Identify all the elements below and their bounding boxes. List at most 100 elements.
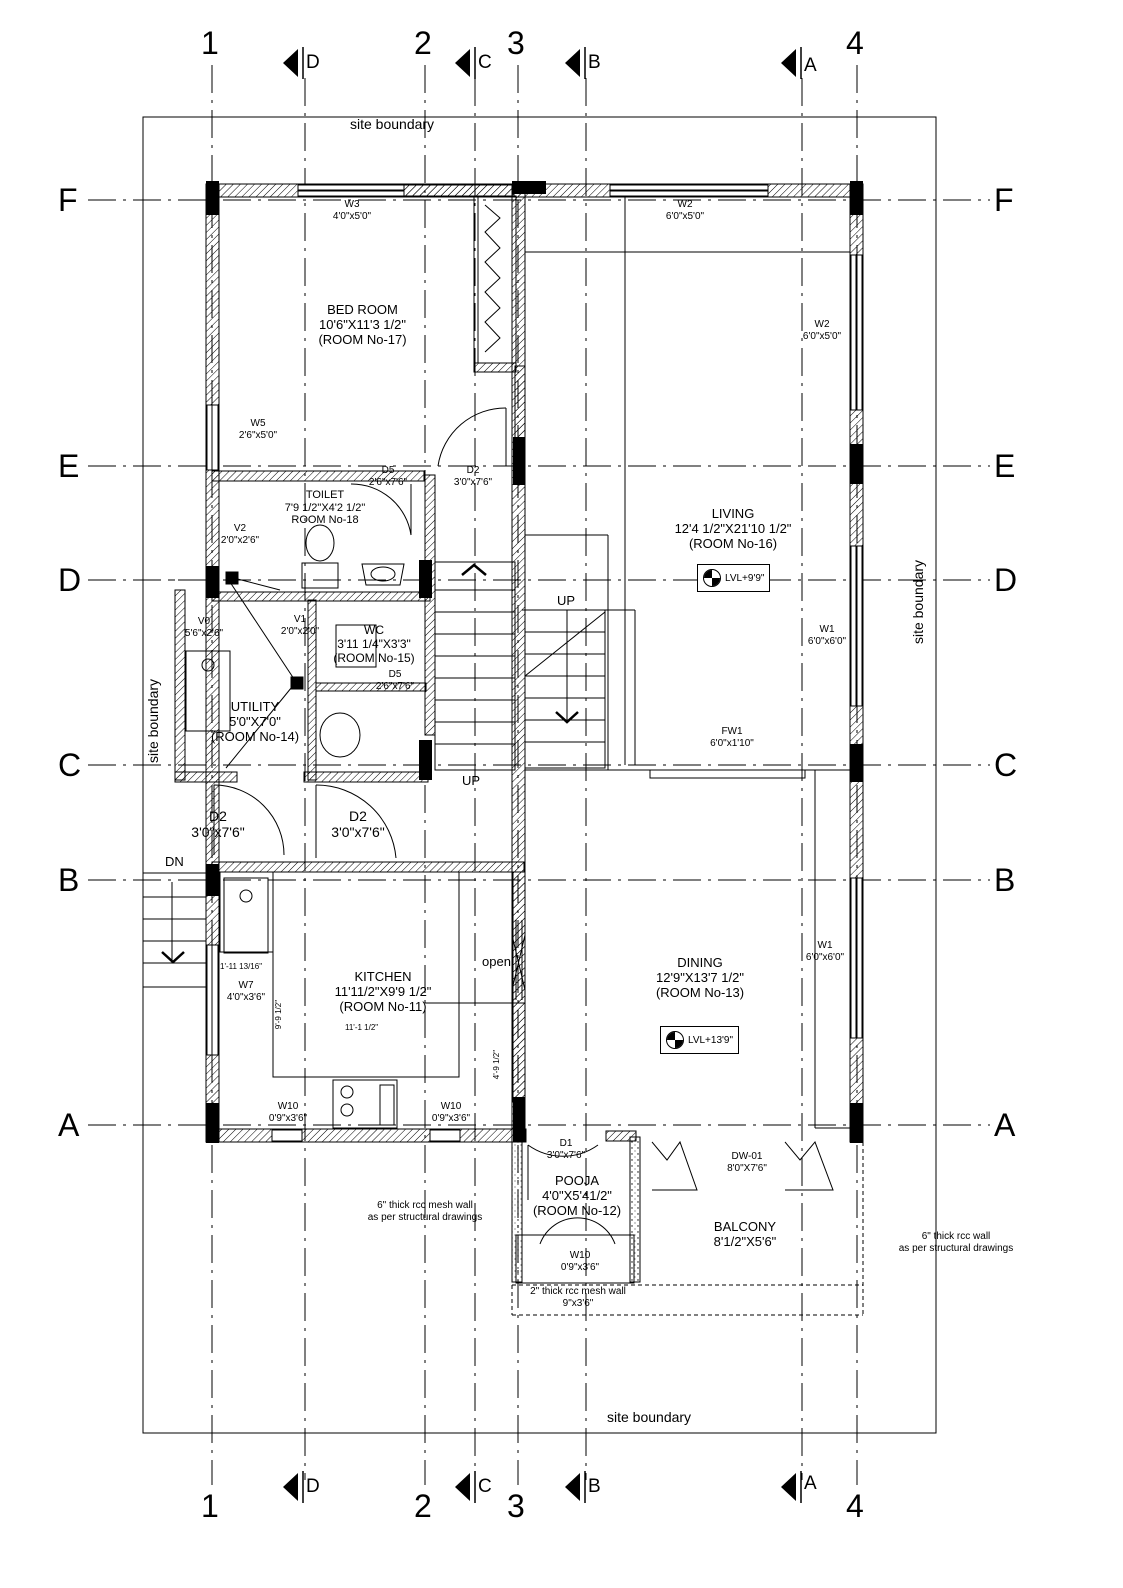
- grid-label-e-left: E: [58, 448, 80, 484]
- door-swings: [213, 407, 834, 1245]
- section-label-d-bottom: D: [306, 1476, 320, 1497]
- room-wc-size: 3'11 1/4"X3'3": [337, 636, 411, 651]
- opening-v0-tag: V0: [197, 616, 211, 627]
- room-outlines: [170, 197, 864, 1316]
- dim-kitchen-bottom: 11'-1 1/2": [345, 1023, 379, 1032]
- opening-v2: V2 2'0"x2'6": [212, 523, 268, 546]
- opening-w5: W5 2'6"x5'0": [228, 418, 288, 441]
- section-label-b-bottom: B: [588, 1476, 601, 1497]
- opening-d2-mid: D2 3'0"x7'6": [320, 808, 396, 840]
- opening-v2-tag: V2: [233, 523, 247, 534]
- opening-dw01: DW-01 8'0"X7'6": [712, 1151, 782, 1174]
- room-living-size: 12'4 1/2"X21'10 1/2": [674, 520, 792, 536]
- section-label-b-top: B: [588, 52, 601, 73]
- room-pooja-size: 4'0"X5'41/2": [542, 1187, 612, 1203]
- grid-label-2-top: 2: [414, 25, 432, 61]
- grid-label-1-top: 1: [201, 25, 219, 61]
- grid-label-d-left: D: [58, 562, 82, 598]
- opening-w10-pooja: W10 0'9"x3'6": [550, 1250, 610, 1273]
- opening-w3-tag: W3: [344, 199, 360, 210]
- opening-w2-top-tag: W2: [677, 199, 693, 210]
- room-toilet: TOILET 7'9 1/2"X4'2 1/2" ROOM No-18: [270, 489, 380, 527]
- opening-w1-living-size: 6'0"x6'0": [807, 635, 847, 647]
- opening-d5-wc-tag: D5: [388, 669, 402, 680]
- note-rcc-wall-line2: as per structural drawings: [898, 1242, 1014, 1254]
- interior-walls: [174, 362, 641, 1283]
- note-mesh-wall-line2: as per structural drawings: [367, 1211, 483, 1223]
- opening-w10-b-tag: W10: [440, 1101, 462, 1112]
- level-marker-dining: LVL+13'9": [660, 1026, 740, 1054]
- opening-d2-top-tag: D2: [466, 465, 480, 476]
- opening-v0-size: 5'6"x2'6": [184, 627, 224, 639]
- stair-up-label-b: UP: [462, 773, 481, 788]
- opening-w5-tag: W5: [250, 418, 266, 429]
- dim-kitchen-left: 1'-11 13/16": [220, 962, 263, 971]
- level-target-icon: [666, 1031, 684, 1049]
- fixtures: [185, 524, 526, 1129]
- room-utility: UTILITY 5'0"X7'0" (ROOM No-14): [200, 699, 310, 745]
- opening-d5-wc: D5 2'6"x7'6": [365, 669, 425, 692]
- opening-d2-mid-size: 3'0"x7'6": [331, 824, 385, 841]
- section-markers: [283, 47, 802, 1503]
- room-pooja-no: (ROOM No-12): [532, 1202, 622, 1218]
- site-boundary-left: site boundary: [145, 678, 161, 764]
- opening-w3: W3 4'0"x5'0": [322, 199, 382, 222]
- opening-d5-top: D5 2'6"x7'6": [358, 465, 418, 488]
- dim-kitchen-vert: 9'-9 1/2": [274, 999, 284, 1030]
- opening-v0: V0 5'6"x2'6": [176, 616, 232, 639]
- room-living: LIVING 12'4 1/2"X21'10 1/2" (ROOM No-16): [658, 506, 808, 552]
- room-living-no: (ROOM No-16): [688, 535, 778, 551]
- room-living-name: LIVING: [711, 506, 755, 521]
- opening-w1-dining-tag: W1: [817, 940, 833, 951]
- site-boundary-rect: [142, 116, 937, 1434]
- opening-w10-b: W10 0'9"x3'6": [423, 1101, 479, 1124]
- dim-open-vert: 4'-9 1/2": [492, 1049, 502, 1080]
- level-target-icon: [703, 569, 721, 587]
- opening-fw1-tag: FW1: [721, 726, 743, 737]
- note-thin-wall-line2: 9"x3'6": [562, 1297, 594, 1309]
- room-toilet-no: ROOM No-18: [291, 514, 359, 527]
- grid-label-4-top: 4: [846, 25, 864, 61]
- opening-w10-pooja-size: 0'9"x3'6": [560, 1261, 600, 1273]
- room-wc-name: WC: [364, 623, 384, 637]
- note-thin-wall: 2" thick rcc mesh wall 9"x3'6": [508, 1286, 648, 1309]
- opening-w10-b-size: 0'9"x3'6": [431, 1112, 471, 1124]
- grid-label-b-right: B: [994, 862, 1016, 898]
- opening-dw01-size: 8'0"X7'6": [727, 1162, 767, 1174]
- room-dining-name: DINING: [677, 955, 723, 970]
- level-living-text: LVL+9'9": [725, 572, 765, 584]
- staircase: [143, 561, 606, 988]
- opening-w2-right-tag: W2: [814, 319, 830, 330]
- room-balcony-size: 8'1/2"X5'6": [713, 1233, 777, 1249]
- window-gaps: [206, 184, 863, 1142]
- opening-v1: V1 2'0"x2'0": [272, 614, 328, 637]
- note-mesh-wall: 6" thick rcc mesh wall as per structural…: [345, 1200, 505, 1223]
- grid-label-a-right: A: [994, 1107, 1016, 1143]
- grid-label-4-bottom: 4: [846, 1488, 864, 1524]
- room-bedroom: BED ROOM 10'6"X11'3 1/2" (ROOM No-17): [295, 302, 430, 348]
- opening-d1-size: 3'0"x7'6": [546, 1149, 586, 1161]
- opening-w1-dining: W1 6'0"x6'0": [795, 940, 855, 963]
- site-boundary-bottom: site boundary: [607, 1409, 692, 1425]
- grid-label-f-left: F: [58, 182, 78, 218]
- section-label-c-bottom: C: [478, 1476, 492, 1497]
- opening-d1: D1 3'0"x7'6": [536, 1138, 596, 1161]
- opening-w3-size: 4'0"x5'0": [332, 210, 372, 222]
- grid-label-f-right: F: [994, 182, 1014, 218]
- room-kitchen-name: KITCHEN: [354, 969, 412, 984]
- room-toilet-size: 7'9 1/2"X4'2 1/2": [284, 501, 366, 514]
- opening-d2-left-tag: D2: [209, 808, 227, 824]
- grid-label-3-bottom: 3: [507, 1488, 525, 1524]
- room-bedroom-size: 10'6"X11'3 1/2": [319, 316, 406, 332]
- grid-label-c-right: C: [994, 747, 1018, 783]
- opening-d2-top: D2 3'0"x7'6": [443, 465, 503, 488]
- note-thin-wall-line1: 2" thick rcc mesh wall: [530, 1286, 626, 1297]
- grid-label-d-right: D: [994, 562, 1018, 598]
- stair-up-label-a: UP: [557, 593, 576, 608]
- site-boundary-top: site boundary: [350, 116, 435, 132]
- opening-w2-right-size: 6'0"x5'0": [802, 330, 842, 342]
- grid-label-2-bottom: 2: [414, 1488, 432, 1524]
- grid-label-b-left: B: [58, 862, 80, 898]
- opening-d5-top-size: 2'6"x7'6": [368, 476, 408, 488]
- opening-v1-tag: V1: [293, 614, 307, 625]
